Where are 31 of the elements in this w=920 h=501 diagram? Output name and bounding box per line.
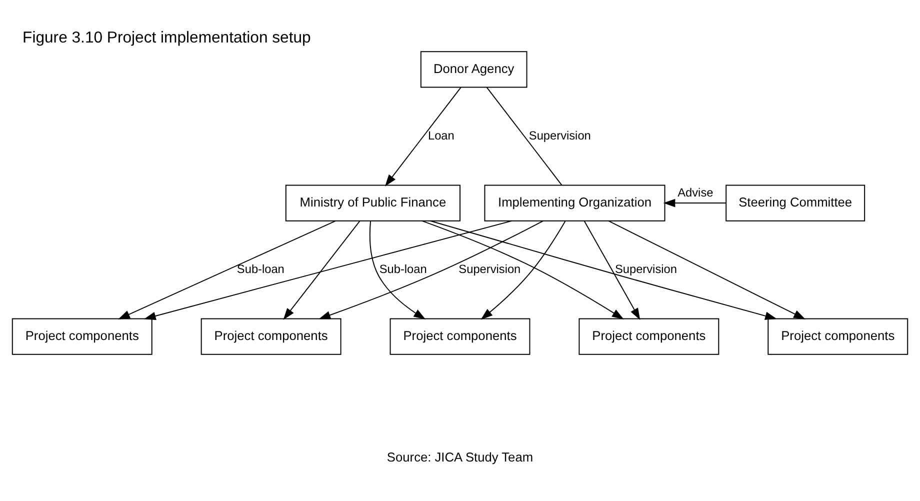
arrow (283, 220, 360, 320)
node-box: Steering Committee (726, 184, 866, 221)
node-box: Donor Agency (420, 50, 528, 88)
arrow (663, 198, 726, 207)
arrow (384, 86, 462, 186)
node-box: Project components (578, 318, 720, 354)
node-box: Project components (768, 318, 908, 354)
arrow (369, 220, 426, 319)
diagram-title: Figure 3.10 Project implementation setup (22, 29, 311, 46)
node-box: Ministry of Public Finance (285, 184, 460, 221)
edge-label: Advise (678, 185, 714, 200)
caption: Source: JICA Study Team (386, 449, 534, 464)
arrow (422, 220, 624, 319)
edge-label: Supervision (528, 128, 591, 142)
node-box: Project components (200, 318, 342, 354)
arrow (480, 220, 566, 320)
arrow (430, 220, 777, 320)
arrow (608, 220, 806, 319)
arrow (584, 220, 640, 320)
connector (486, 86, 562, 186)
arrow (118, 220, 336, 319)
edge-label: Supervision (614, 261, 677, 276)
edge-label: Sub-loan (379, 261, 427, 276)
arrow (318, 220, 544, 319)
edge-label: Loan (428, 128, 454, 142)
node-box: Project components (390, 318, 530, 354)
arrow (144, 220, 512, 320)
edge-label: Supervision (458, 261, 521, 276)
node-box: Project components (12, 318, 152, 354)
node-box: Implementing Organization (484, 184, 666, 221)
edge-label: Sub-loan (236, 261, 284, 276)
